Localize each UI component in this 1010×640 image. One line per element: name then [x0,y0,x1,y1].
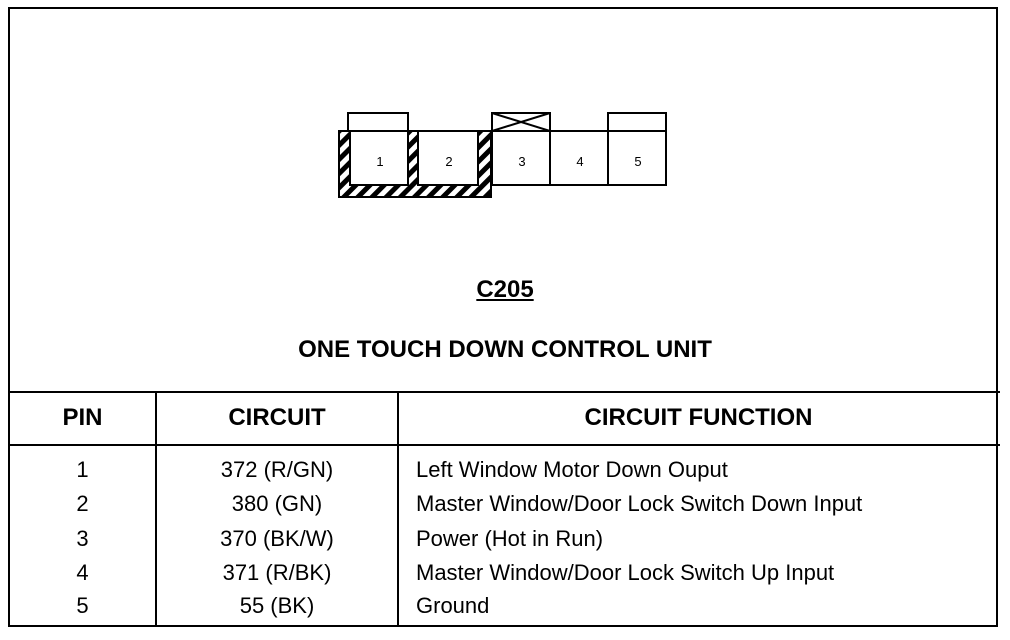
pin-cavity-1 [349,130,409,186]
header-pin: PIN [62,404,103,431]
row-function: Master Window/Door Lock Switch Up Input [416,560,835,585]
latch-tab-5 [607,112,667,132]
row-function: Power (Hot in Run) [416,526,604,551]
header-circuit-function: CIRCUIT FUNCTION [584,404,813,431]
pin-number-3: 3 [518,154,525,169]
pin-number-1: 1 [376,154,383,169]
column-divider-1 [155,392,157,626]
row-pin: 1 [76,457,89,482]
column-divider-2 [397,392,399,626]
row-pin: 5 [76,593,89,618]
connector-title: ONE TOUCH DOWN CONTROL UNIT [298,336,712,363]
row-pin: 3 [76,526,89,551]
unused-cavity-cross-b [491,112,551,132]
pin-cavity-2 [417,130,479,186]
table-header-divider [8,444,1000,446]
row-function: Left Window Motor Down Ouput [416,457,728,482]
pin-number-2: 2 [445,154,452,169]
pin-cavity-4 [549,130,609,186]
row-circuit: 372 (R/GN) [220,457,334,482]
table-top-border [8,391,1000,393]
connector-id: C205 [476,276,534,303]
row-circuit: 55 (BK) [239,593,315,618]
header-circuit: CIRCUIT [228,404,326,431]
row-circuit: 370 (BK/W) [220,526,334,551]
row-pin: 4 [76,560,89,585]
latch-tab-1 [347,112,409,132]
row-circuit: 380 (GN) [231,491,323,516]
row-function: Master Window/Door Lock Switch Down Inpu… [416,491,863,516]
pin-number-4: 4 [576,154,583,169]
pin-cavity-5 [607,130,667,186]
pin-number-5: 5 [634,154,641,169]
row-circuit: 371 (R/BK) [222,560,332,585]
diagram-frame [8,7,998,627]
row-pin: 2 [76,491,89,516]
row-function: Ground [416,593,490,618]
